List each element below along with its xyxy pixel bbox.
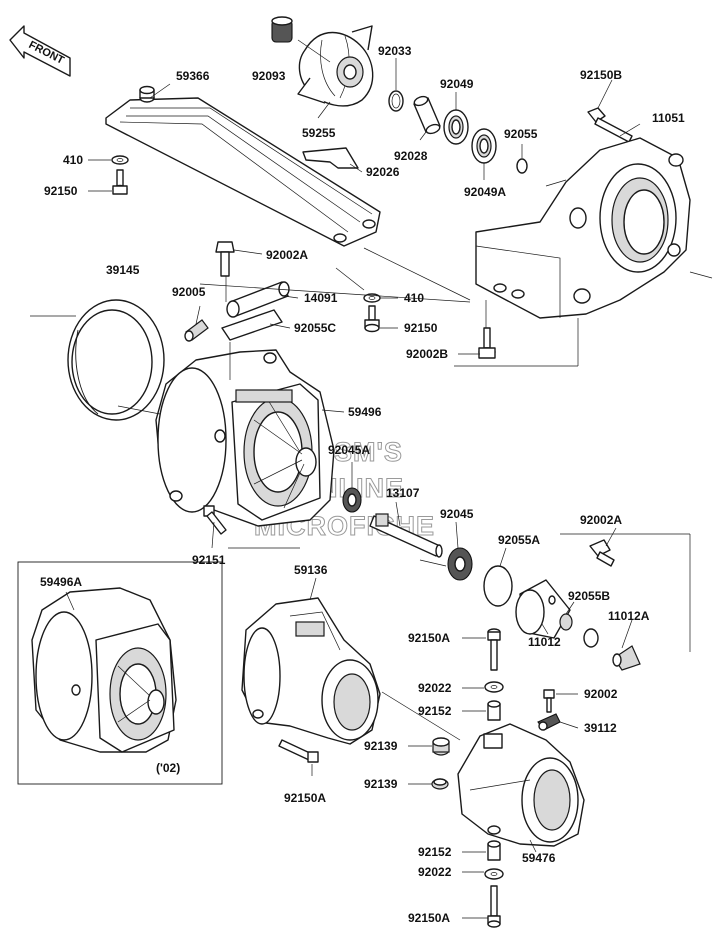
label-410-mid: 410 [404, 291, 424, 305]
label-92026: 92026 [366, 165, 400, 179]
label-92150-left: 92150 [44, 184, 78, 198]
label-39145: 39145 [106, 263, 140, 277]
part-92093-nut-icon [271, 16, 293, 43]
part-92055-o-ring-icon [516, 158, 528, 174]
front-arrow-icon: FRONT [9, 25, 71, 77]
inset-frame [17, 561, 223, 785]
label-11012: 11012 [528, 635, 561, 649]
part-410-washer-left-icon [111, 155, 129, 165]
label-92150a-bottom: 92150A [408, 911, 450, 925]
label-92049a: 92049A [464, 185, 506, 199]
label-92005: 92005 [172, 285, 206, 299]
part-59476-steering-nozzle-icon [457, 723, 585, 847]
label-59496a: 59496A [40, 575, 82, 589]
label-92049: 92049 [440, 77, 474, 91]
part-92002-bolt-icon [543, 689, 555, 713]
part-92151-bolt-icon [203, 505, 227, 535]
part-92150b-bolt-icon [587, 107, 633, 143]
label-92152-bottom: 92152 [418, 845, 452, 859]
part-92002a-bolt-right-icon [589, 539, 615, 567]
label-92150a-center: 92150A [408, 631, 450, 645]
part-14091-cap-icon [226, 281, 290, 318]
part-92028-bushing-icon [413, 95, 441, 135]
label-92022-top: 92022 [418, 681, 452, 695]
label-92055c: 92055C [294, 321, 336, 335]
part-92152-collar-bottom-icon [487, 840, 501, 861]
part-92022-washer-bottom-icon [484, 868, 504, 880]
part-92045a-bearing-icon [342, 487, 362, 513]
label-59255: 59255 [302, 126, 336, 140]
part-92150a-bolt-bottom-icon [487, 885, 501, 928]
part-59496a-pump-case-icon [31, 587, 177, 753]
part-11012-cap-icon [515, 579, 573, 639]
label-13107: 13107 [386, 486, 420, 500]
label-11012a: 11012A [608, 609, 650, 623]
part-13107-shaft-icon [369, 513, 443, 558]
inset-note: ('02) [156, 761, 180, 775]
label-92022-bottom: 92022 [418, 865, 452, 879]
label-92002a-right: 92002A [580, 513, 622, 527]
label-14091: 14091 [304, 291, 338, 305]
part-59255-impeller-icon [297, 25, 374, 107]
part-92139-bushing-bottom-icon [431, 778, 449, 790]
label-92151: 92151 [192, 553, 226, 567]
label-39112: 39112 [584, 721, 617, 735]
label-410-left: 410 [63, 153, 83, 167]
part-92002b-bolt-icon [478, 327, 496, 359]
part-92026-spacer-icon [302, 147, 359, 169]
part-92022-washer-top-icon [484, 681, 504, 693]
label-92002a-top: 92002A [266, 248, 308, 262]
label-92002b: 92002B [406, 347, 448, 361]
label-92055b: 92055B [568, 589, 610, 603]
label-92093: 92093 [252, 69, 286, 83]
part-92150-bolt-left-icon [112, 169, 128, 195]
label-92055a: 92055A [498, 533, 540, 547]
leader-lines [30, 39, 713, 919]
part-92139-bushing-top-icon [432, 737, 450, 756]
part-labels: 92093 59255 92033 92049 92150B 11051 593… [40, 44, 685, 925]
part-92150-bolt-mid-icon [364, 305, 380, 333]
part-92045-bearing-icon [447, 547, 473, 581]
part-92152-collar-top-icon [487, 700, 501, 721]
part-92055a-o-ring-icon [483, 565, 513, 607]
part-92049-oil-seal-icon [443, 109, 469, 145]
label-59476: 59476 [522, 851, 556, 865]
label-92150a-nozzle: 92150A [284, 791, 326, 805]
label-92033: 92033 [378, 44, 412, 58]
part-92033-circlip-icon [388, 90, 404, 112]
label-59366: 59366 [176, 69, 210, 83]
part-92150a-bolt-nozzle-icon [278, 739, 319, 763]
label-92002: 92002 [584, 687, 618, 701]
part-11051-housing-icon [475, 137, 691, 319]
part-92055b-o-ring-icon [583, 628, 599, 648]
label-92045: 92045 [440, 507, 474, 521]
part-92055c-gasket-icon [221, 309, 283, 341]
part-11012a-plug-icon [612, 645, 641, 671]
label-92152-top: 92152 [418, 704, 452, 718]
part-92049a-oil-seal-icon [471, 128, 497, 164]
label-59136: 59136 [294, 563, 328, 577]
part-92005-fitting-icon [184, 319, 209, 342]
part-59366-plate-icon [105, 85, 381, 247]
part-39145-band-icon [67, 299, 165, 421]
label-92150-mid: 92150 [404, 321, 438, 335]
label-59496: 59496 [348, 405, 382, 419]
label-11051: 11051 [652, 111, 685, 125]
label-92045a: 92045A [328, 443, 370, 457]
label-92028: 92028 [394, 149, 428, 163]
label-92139-top: 92139 [364, 739, 398, 753]
label-92150b: 92150B [580, 68, 622, 82]
part-39112-lever-icon [537, 713, 561, 731]
part-59496-pump-case-icon [155, 349, 335, 527]
part-92150a-bolt-center-icon [487, 628, 501, 671]
part-92002a-bolt-top-icon [215, 241, 235, 277]
label-92139-bottom: 92139 [364, 777, 398, 791]
label-92055: 92055 [504, 127, 538, 141]
part-59136-nozzle-icon [241, 597, 381, 745]
